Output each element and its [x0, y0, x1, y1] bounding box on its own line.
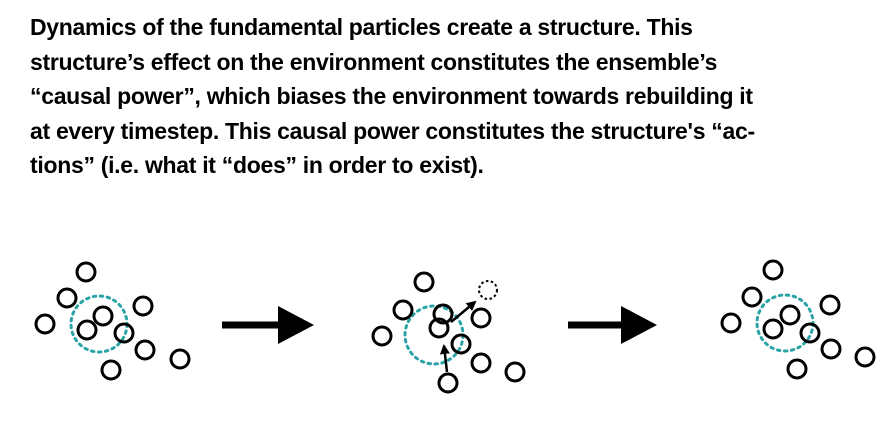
caption-text: Dynamics of the fundamental particles cr…	[30, 10, 875, 183]
particle	[470, 352, 492, 374]
stage-rebuilt	[720, 259, 876, 380]
caption-line-5: tions” (i.e. what it “does” in order to …	[30, 152, 484, 178]
structure-particle	[92, 305, 114, 327]
particle	[100, 359, 122, 381]
caption-line-3: “causal power”, which biases the environ…	[30, 83, 753, 109]
particle	[470, 307, 492, 329]
stage-initial	[34, 261, 191, 381]
structure-particle	[432, 303, 454, 325]
motion-arrow-inward	[439, 344, 450, 373]
caption-line-2: structure’s effect on the environment co…	[30, 48, 718, 75]
particle	[450, 333, 472, 355]
particle	[762, 259, 784, 281]
particle	[854, 346, 876, 368]
particle	[504, 361, 526, 383]
particle	[799, 322, 821, 344]
particle	[720, 312, 742, 334]
caption-line-1: Dynamics of the fundamental particles cr…	[30, 14, 693, 40]
particle	[819, 294, 841, 316]
structure-particle	[762, 318, 784, 340]
particle	[741, 286, 763, 308]
particle-diagram	[34, 259, 876, 394]
particle	[56, 287, 78, 309]
particle	[75, 261, 97, 283]
structure-particle	[779, 304, 801, 326]
particle	[169, 348, 191, 370]
particle	[820, 338, 842, 360]
particle	[134, 339, 156, 361]
transition-arrow-1	[222, 306, 314, 344]
particle	[113, 322, 135, 344]
motion-arrows	[439, 300, 477, 373]
structure-particle	[428, 317, 450, 339]
particle	[132, 295, 154, 317]
transition-arrow-2	[568, 306, 657, 344]
particle	[34, 313, 56, 335]
motion-arrow-outward	[450, 300, 477, 323]
stage-transition	[371, 271, 526, 394]
particle	[371, 325, 393, 347]
particle	[786, 358, 808, 380]
ghost-particle	[478, 280, 498, 300]
particle	[392, 299, 414, 321]
particle	[437, 372, 459, 394]
caption-line-4: at every timestep. This causal power con…	[30, 117, 755, 144]
structure-particle	[76, 319, 98, 341]
particle	[413, 271, 435, 293]
